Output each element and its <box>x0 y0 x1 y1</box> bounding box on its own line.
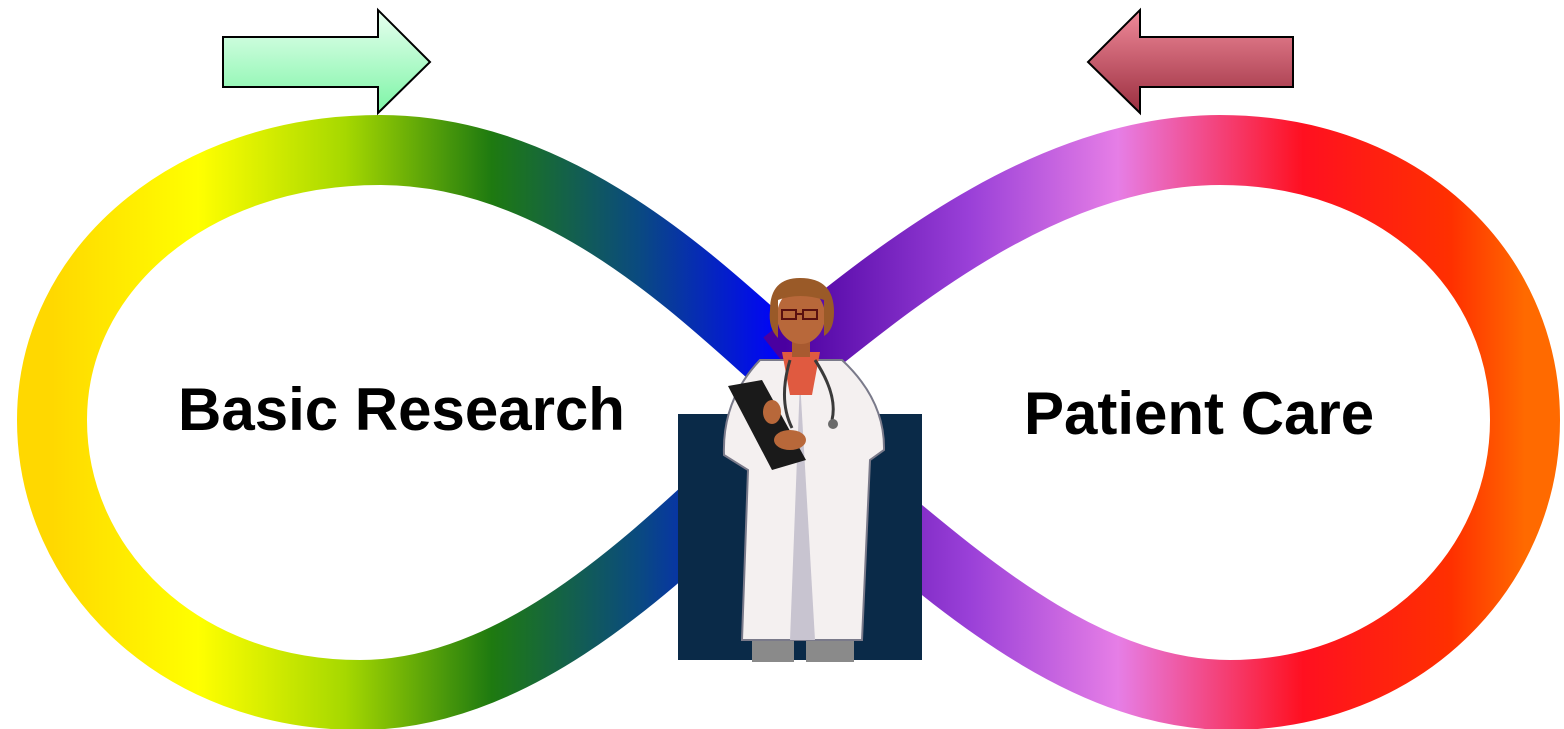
doctor-with-clipboard-icon <box>722 278 886 662</box>
left-arrow-icon <box>1086 7 1294 116</box>
right-arrow-icon <box>222 7 432 116</box>
left-loop <box>16 114 809 729</box>
right-loop <box>763 114 1561 729</box>
patient-care-label: Patient Care <box>1024 380 1375 447</box>
basic-research-label: Basic Research <box>178 376 625 443</box>
